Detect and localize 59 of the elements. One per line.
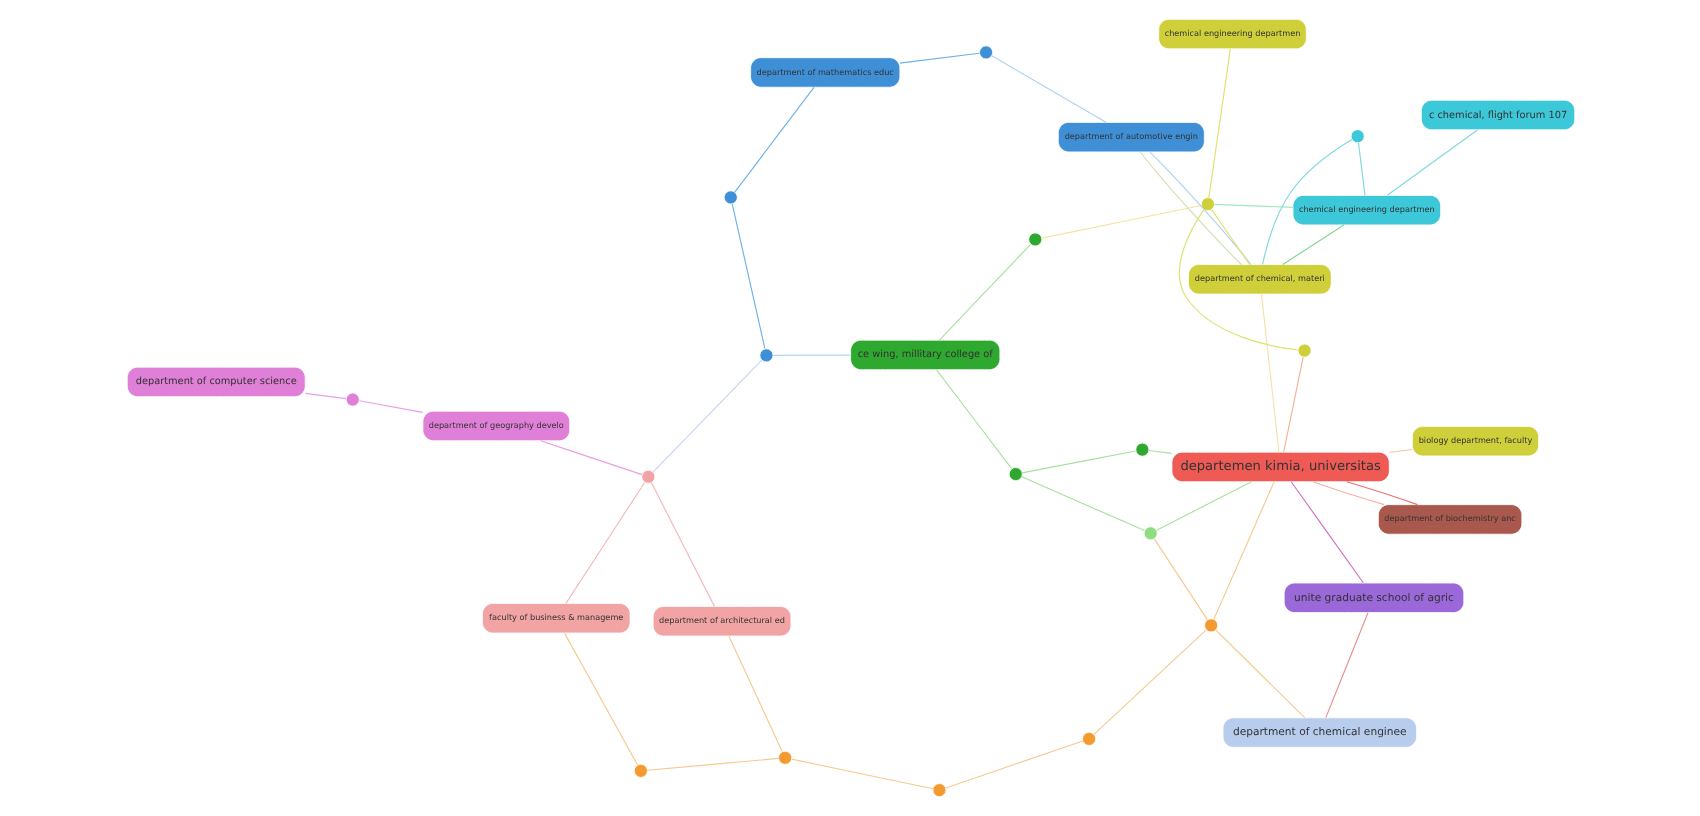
connector: [1387, 448, 1412, 454]
connector: [1210, 209, 1249, 265]
connector: [790, 758, 933, 790]
connector: [1207, 48, 1230, 199]
connector: [1020, 450, 1136, 474]
connector: [1177, 209, 1298, 351]
connector: [990, 55, 1106, 123]
node-circle: [640, 469, 655, 484]
node-circle: [722, 190, 737, 205]
connector: [730, 203, 765, 350]
node-circle: [931, 783, 946, 798]
connector: [562, 632, 638, 766]
connector: [357, 400, 423, 413]
connector: [733, 86, 814, 193]
connector: [539, 440, 642, 476]
connector: [651, 359, 762, 473]
connector: [1344, 481, 1418, 506]
connector: [1212, 481, 1274, 620]
connector: [1311, 481, 1384, 506]
connector: [1259, 293, 1279, 453]
connector: [1282, 356, 1303, 453]
node-circle: [1296, 343, 1311, 358]
connector: [1020, 476, 1145, 532]
connector: [771, 354, 851, 356]
connector: [1261, 138, 1352, 265]
connector: [1213, 203, 1293, 208]
connector: [1385, 129, 1478, 196]
connector: [1152, 538, 1208, 621]
node-circle: [1081, 731, 1096, 746]
node-circle: [758, 348, 773, 363]
connector: [1147, 449, 1172, 454]
connector: [1040, 204, 1201, 239]
connector: [303, 392, 346, 400]
connector: [935, 369, 1012, 470]
connector: [1324, 612, 1368, 719]
node-circle: [777, 750, 792, 765]
node-circle: [1007, 467, 1022, 482]
node-circle: [978, 45, 993, 60]
connector: [1155, 481, 1252, 531]
connector: [1356, 142, 1365, 196]
connector: [564, 481, 645, 604]
node-circle: [1027, 232, 1042, 247]
connector: [1214, 629, 1305, 719]
connector: [1289, 481, 1363, 584]
node-circle: [344, 392, 359, 407]
node-circle: [1142, 526, 1157, 541]
connector: [944, 740, 1083, 789]
connector: [1281, 224, 1344, 266]
connector: [645, 757, 779, 771]
connector: [727, 635, 782, 753]
node-circle: [1349, 129, 1364, 144]
node-circle: [1203, 618, 1218, 633]
node-circle: [1199, 197, 1214, 212]
connector: [1092, 629, 1206, 735]
node-circle: [1134, 442, 1149, 457]
node-circle: [632, 763, 647, 778]
connector: [898, 52, 979, 64]
connector: [649, 482, 714, 607]
connector: [937, 243, 1031, 341]
